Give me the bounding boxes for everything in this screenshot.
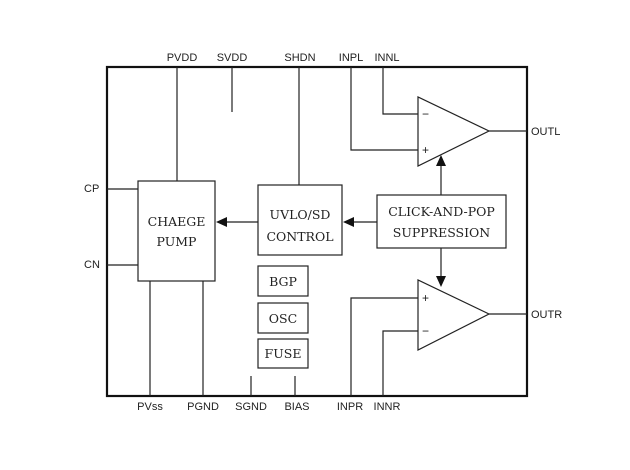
pin-svdd: SVDD bbox=[217, 52, 248, 64]
pin-shdn: SHDN bbox=[284, 52, 315, 64]
uvlo-control-block bbox=[257, 184, 343, 256]
click-pop-label-1: CLICK-AND-POP bbox=[388, 204, 495, 219]
osc-label: OSC bbox=[269, 311, 297, 326]
charge-pump-label-2: PUMP bbox=[157, 234, 197, 249]
arrow-uvlo-to-pump-head bbox=[216, 217, 227, 227]
wire-inpl bbox=[350, 67, 418, 151]
click-pop-block bbox=[376, 194, 507, 249]
osc-block bbox=[257, 302, 309, 334]
pin-pgnd: PGND bbox=[187, 401, 219, 413]
bgp-block bbox=[257, 265, 309, 297]
pin-outr: OUTR bbox=[531, 309, 562, 321]
fuse-block bbox=[257, 338, 309, 369]
pin-pvdd: PVDD bbox=[167, 52, 198, 64]
pin-pvss: PVss bbox=[137, 401, 163, 413]
pin-sgnd: SGND bbox=[235, 401, 267, 413]
uvlo-label-2: CONTROL bbox=[266, 229, 333, 244]
left-amplifier bbox=[417, 96, 491, 167]
right-amp-minus-sign: − bbox=[422, 324, 429, 338]
fuse-label: FUSE bbox=[265, 346, 302, 361]
wire-innr bbox=[382, 330, 418, 396]
pin-cn: CN bbox=[84, 259, 100, 271]
click-pop-label-2: SUPPRESSION bbox=[393, 225, 491, 240]
uvlo-label-1: UVLO/SD bbox=[270, 207, 331, 222]
pin-innr: INNR bbox=[374, 401, 401, 413]
right-amp-plus-sign: + bbox=[422, 291, 429, 305]
wire-innl bbox=[382, 67, 418, 115]
arrow-to-right-amp-head bbox=[436, 276, 446, 287]
pin-innl: INNL bbox=[374, 52, 399, 64]
charge-pump-block bbox=[137, 180, 216, 282]
arrow-to-left-amp-head bbox=[436, 155, 446, 166]
chip-outline bbox=[105, 65, 529, 398]
right-amplifier bbox=[417, 279, 491, 351]
pin-outl: OUTL bbox=[531, 126, 560, 138]
pin-inpr: INPR bbox=[337, 401, 363, 413]
left-amp-minus-sign: − bbox=[422, 107, 429, 121]
pin-inpl: INPL bbox=[339, 52, 363, 64]
left-amp-plus-sign: + bbox=[422, 143, 429, 157]
bgp-label: BGP bbox=[269, 274, 297, 289]
wire-inpr bbox=[350, 297, 418, 396]
charge-pump-label-1: CHAEGE bbox=[148, 214, 206, 229]
pin-bias: BIAS bbox=[284, 401, 309, 413]
arrow-clickpop-to-uvlo-head bbox=[343, 217, 354, 227]
pin-cp: CP bbox=[84, 183, 99, 195]
